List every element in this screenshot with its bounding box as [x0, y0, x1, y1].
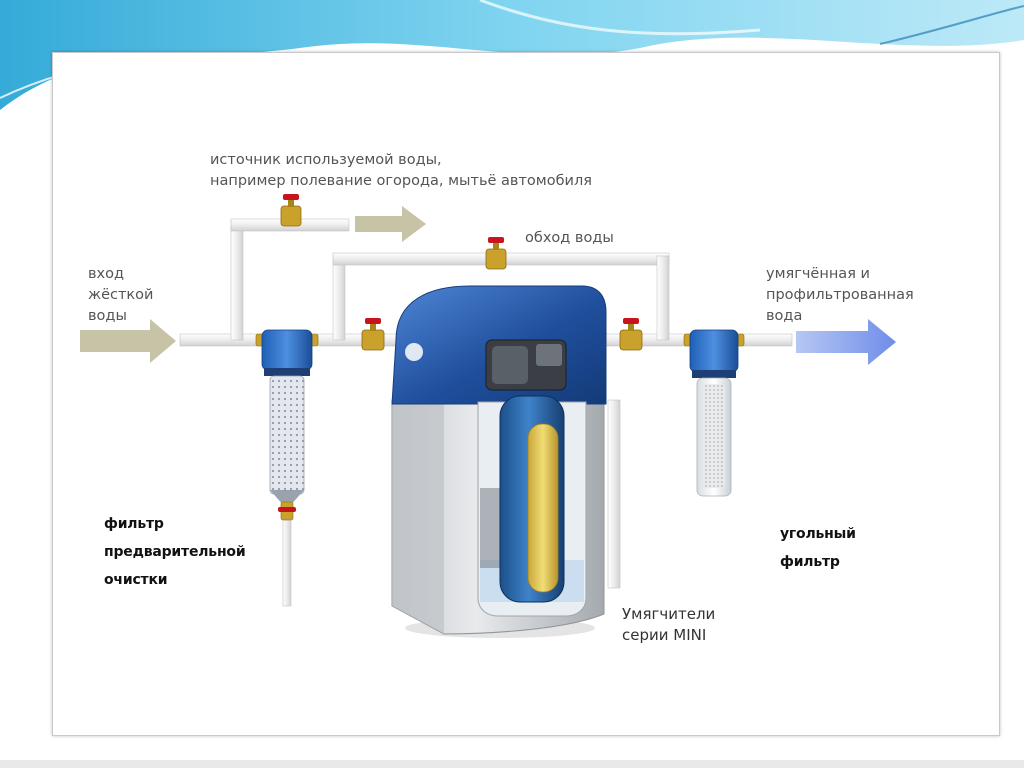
prefilter-label: фильтр предварительной очистки [104, 516, 246, 588]
inlet-arrow [80, 319, 176, 363]
ball-valve-icon [361, 318, 385, 351]
ball-valve-icon [619, 318, 643, 351]
softener-series-label: Умягчители серии MINI [622, 605, 716, 644]
softened-water-label: умягчённая и профильтрованная вода [766, 266, 914, 324]
outlet-arrow [796, 319, 896, 365]
source-water-label: источник используемой воды, например пол… [210, 152, 592, 189]
carbon-filter-label: угольный фильтр [780, 526, 856, 570]
ball-valve-icon [485, 237, 507, 270]
water-softener-unit-icon [391, 285, 607, 638]
prefilter-icon [255, 329, 319, 521]
bypass-label: обход воды [525, 230, 614, 246]
garden-outlet-arrow [355, 206, 426, 242]
carbon-filter-icon [683, 329, 745, 497]
ball-valve-icon [280, 194, 302, 227]
hard-water-inlet-label: вход жёсткой воды [88, 266, 154, 324]
